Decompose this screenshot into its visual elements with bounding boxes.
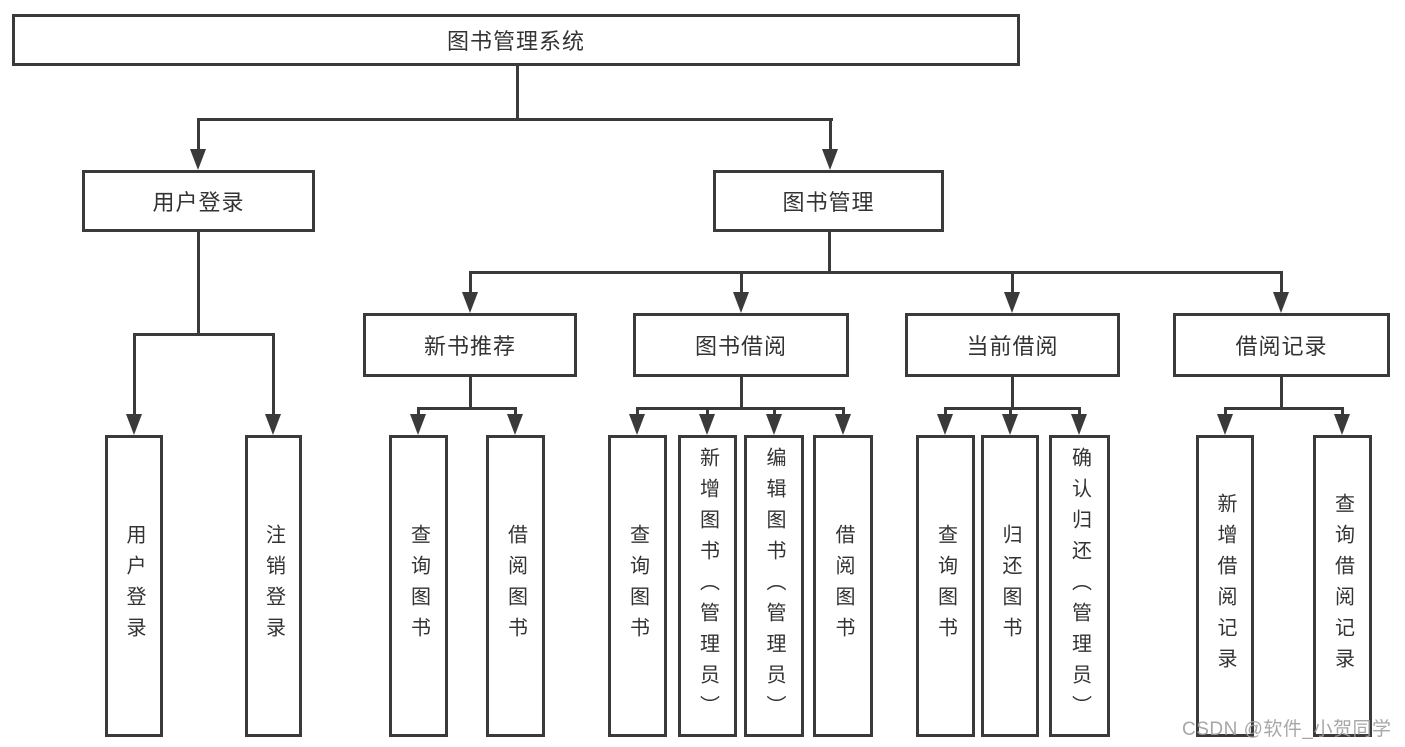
connector-line	[196, 118, 200, 152]
connector-line	[1279, 377, 1283, 408]
connector-line	[739, 377, 743, 408]
connector-line	[515, 66, 519, 119]
connector-line	[1340, 407, 1344, 416]
connector-line	[468, 377, 472, 408]
node-leaf-query-books-recommend: 查询图书	[389, 435, 448, 737]
connector-line	[943, 407, 1081, 410]
arrowhead-down	[835, 414, 851, 435]
connector-line	[271, 333, 275, 417]
connector-line	[196, 118, 833, 121]
connector-line	[943, 407, 947, 416]
connector-line	[739, 271, 743, 295]
connector-line	[468, 271, 1283, 274]
csdn-watermark: CSDN @软件_小贺同学	[1182, 719, 1392, 740]
arrowhead-down	[822, 149, 838, 170]
node-leaf-query-borrow-record: 查询借阅记录	[1313, 435, 1372, 737]
node-borrowing-records: 借阅记录	[1173, 313, 1390, 377]
node-root: 图书管理系统	[12, 14, 1020, 66]
connector-line	[827, 232, 831, 273]
arrowhead-down	[1217, 414, 1233, 435]
connector-line	[468, 271, 472, 295]
arrowhead-down	[629, 414, 645, 435]
arrowhead-down	[1071, 414, 1087, 435]
node-leaf-user-login: 用户登录	[105, 435, 163, 737]
node-book-borrowing: 图书借阅	[633, 313, 849, 377]
connector-line	[196, 232, 200, 335]
connector-line	[132, 333, 275, 336]
arrowhead-down	[265, 414, 281, 435]
arrowhead-down	[507, 414, 523, 435]
connector-line	[1008, 407, 1012, 416]
connector-line	[828, 118, 832, 152]
node-leaf-add-books-admin: 新增图书（管理员）	[678, 435, 737, 737]
connector-line	[513, 407, 517, 416]
arrowhead-down	[126, 414, 142, 435]
node-leaf-query-books-current: 查询图书	[916, 435, 975, 737]
arrowhead-down	[1002, 414, 1018, 435]
arrowhead-down	[410, 414, 426, 435]
arrowhead-down	[1334, 414, 1350, 435]
connector-line	[416, 407, 517, 410]
arrowhead-down	[1004, 292, 1020, 313]
connector-line	[1279, 271, 1283, 295]
connector-line	[1010, 271, 1014, 295]
node-book-management: 图书管理	[713, 170, 944, 232]
node-leaf-logout: 注销登录	[245, 435, 302, 737]
connector-line	[1223, 407, 1344, 410]
node-leaf-confirm-return-admin: 确认归还（管理员）	[1049, 435, 1110, 737]
node-leaf-add-borrow-record: 新增借阅记录	[1196, 435, 1254, 737]
connector-line	[772, 407, 776, 416]
connector-line	[1010, 377, 1014, 408]
node-current-borrowing: 当前借阅	[905, 313, 1120, 377]
node-leaf-borrow-books-borrowing: 借阅图书	[813, 435, 873, 737]
connector-line	[1077, 407, 1081, 416]
node-leaf-return-books: 归还图书	[981, 435, 1039, 737]
node-new-book-recommend: 新书推荐	[363, 313, 577, 377]
node-leaf-query-books-borrowing: 查询图书	[608, 435, 667, 737]
node-user-login: 用户登录	[82, 170, 315, 232]
connector-line	[1223, 407, 1227, 416]
arrowhead-down	[937, 414, 953, 435]
connector-line	[132, 333, 136, 417]
connector-line	[635, 407, 639, 416]
connector-line	[705, 407, 709, 416]
node-leaf-borrow-books-recommend: 借阅图书	[486, 435, 545, 737]
arrowhead-down	[699, 414, 715, 435]
arrowhead-down	[766, 414, 782, 435]
connector-line	[416, 407, 420, 416]
arrowhead-down	[462, 292, 478, 313]
node-leaf-edit-books-admin: 编辑图书（管理员）	[744, 435, 804, 737]
arrowhead-down	[190, 149, 206, 170]
arrowhead-down	[1273, 292, 1289, 313]
arrowhead-down	[733, 292, 749, 313]
connector-line	[635, 407, 845, 410]
connector-line	[841, 407, 845, 416]
